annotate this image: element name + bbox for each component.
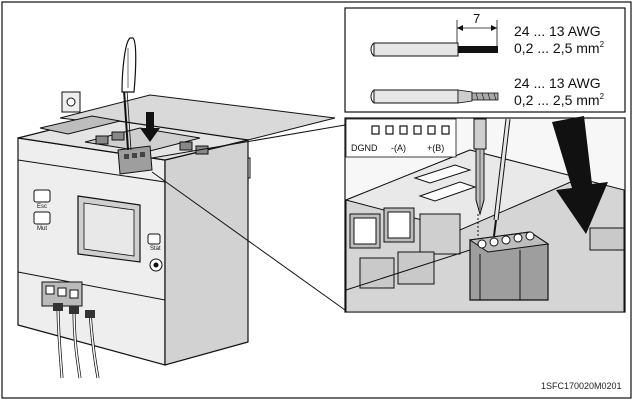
arrow-down-icon — [552, 116, 608, 234]
wire1-mm2-label: 0,2 ... 2,5 mm2 — [514, 40, 605, 56]
leader-line — [151, 171, 346, 311]
terminal-pin-icons — [371, 125, 450, 135]
strip-length-label: 7 — [473, 11, 481, 26]
ferrule-wire-icon — [370, 89, 499, 104]
terminal-label-dgnd: DGND — [351, 143, 378, 153]
wire-detail-icon — [493, 118, 511, 237]
front-label-esc: Esc — [37, 204, 48, 210]
screwdriver-detail-icon — [473, 118, 487, 238]
wire2-mm2-label: 0,2 ... 2,5 mm2 — [514, 92, 605, 108]
wire2-awg-label: 24 ... 13 AWG — [514, 75, 601, 91]
terminal-block-detail — [344, 149, 625, 313]
front-label-mut: Mut — [37, 226, 48, 232]
terminal-legend — [345, 118, 457, 158]
stripped-wire-icon — [370, 42, 498, 57]
leader-line — [151, 124, 346, 159]
front-label-stat: Stat — [150, 246, 161, 252]
drawing-code: 1SFC170020M0201 — [541, 381, 622, 391]
terminal-label-a: -(A) — [391, 143, 406, 153]
screwdriver-icon — [121, 37, 137, 151]
wire1-awg-label: 24 ... 13 AWG — [514, 23, 601, 39]
arrow-down-icon — [140, 112, 160, 142]
connector-plug-icon — [117, 145, 153, 175]
terminal-label-b: +(B) — [427, 143, 445, 153]
